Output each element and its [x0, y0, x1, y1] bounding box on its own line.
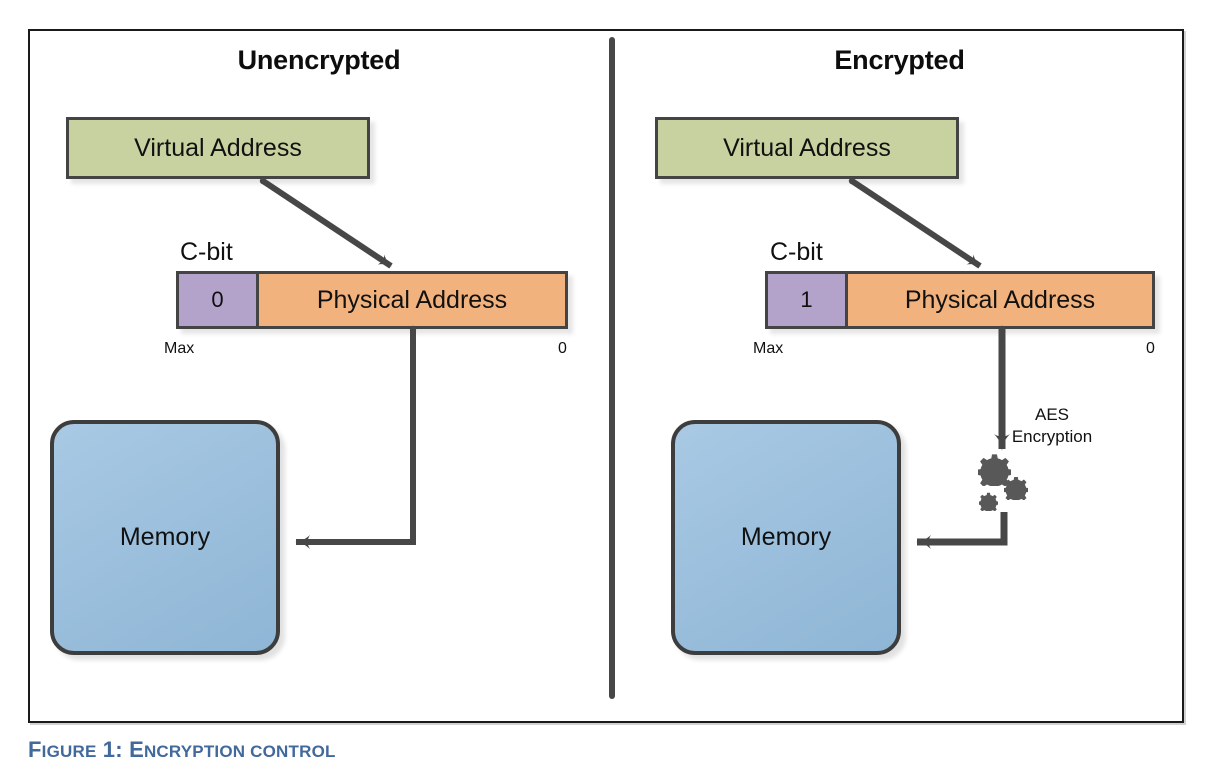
caption-number: 1:	[96, 737, 130, 762]
caption-f: F	[28, 737, 42, 762]
memory-box-encrypted[interactable]: Memory	[671, 420, 901, 655]
caption-igure: IGURE	[41, 742, 97, 761]
virtual-address-label: Virtual Address	[134, 133, 302, 162]
address-tick-max-unencrypted: Max	[164, 340, 195, 357]
panel-title-encrypted: Encrypted	[834, 45, 965, 75]
physical-address-cell-encrypted[interactable]: Physical Address	[848, 274, 1152, 326]
caption-title-rest: NCRYPTION CONTROL	[143, 742, 336, 761]
aes-label-line2: Encryption	[1011, 427, 1093, 446]
cbit-value: 1	[800, 287, 813, 312]
gear-medium-icon	[1004, 476, 1028, 500]
physical-address-label: Physical Address	[904, 285, 1096, 314]
arrow-aes-to-memory	[916, 512, 1008, 549]
address-tick-max-encrypted: Max	[753, 340, 784, 357]
cbit-cell-encrypted[interactable]: 1	[768, 274, 848, 326]
address-tick-zero-unencrypted: 0	[558, 340, 567, 357]
gears-icon	[978, 454, 1028, 511]
cbit-caption-encrypted: C-bit	[770, 238, 823, 266]
aes-encryption-label: AES Encryption	[987, 404, 1117, 448]
virtual-address-box-unencrypted[interactable]: Virtual Address	[66, 117, 370, 179]
cbit-cell-unencrypted[interactable]: 0	[179, 274, 259, 326]
address-bar-unencrypted: 0 Physical Address	[176, 271, 568, 329]
memory-box-unencrypted[interactable]: Memory	[50, 420, 280, 655]
virtual-address-box-encrypted[interactable]: Virtual Address	[655, 117, 959, 179]
caption-e: E	[129, 737, 144, 762]
cbit-caption-unencrypted: C-bit	[180, 238, 233, 266]
arrow-va-to-pa-encrypted	[850, 178, 982, 269]
panel-unencrypted: Unencrypted Virtual Address C-bit 0 Phys…	[28, 29, 610, 723]
memory-label: Memory	[740, 523, 832, 551]
figure-caption: FIGURE 1: ENCRYPTION CONTROL	[28, 737, 336, 763]
panel-title-unencrypted: Unencrypted	[237, 45, 401, 75]
address-tick-zero-encrypted: 0	[1146, 340, 1155, 357]
arrow-va-to-pa-unencrypted	[261, 178, 393, 269]
arrow-pa-to-memory-unencrypted	[295, 329, 416, 549]
physical-address-cell-unencrypted[interactable]: Physical Address	[259, 274, 565, 326]
virtual-address-label: Virtual Address	[723, 133, 891, 162]
panel-encrypted: Encrypted Virtual Address C-bit 1 Physic…	[615, 29, 1184, 723]
address-bar-encrypted: 1 Physical Address	[765, 271, 1155, 329]
physical-address-label: Physical Address	[316, 285, 508, 314]
gear-large-icon	[978, 454, 1011, 486]
cbit-value: 0	[211, 287, 224, 312]
aes-label-line1: AES	[1034, 405, 1070, 424]
memory-label: Memory	[119, 523, 211, 551]
gear-small-icon	[979, 492, 998, 511]
panel-divider	[609, 37, 615, 699]
